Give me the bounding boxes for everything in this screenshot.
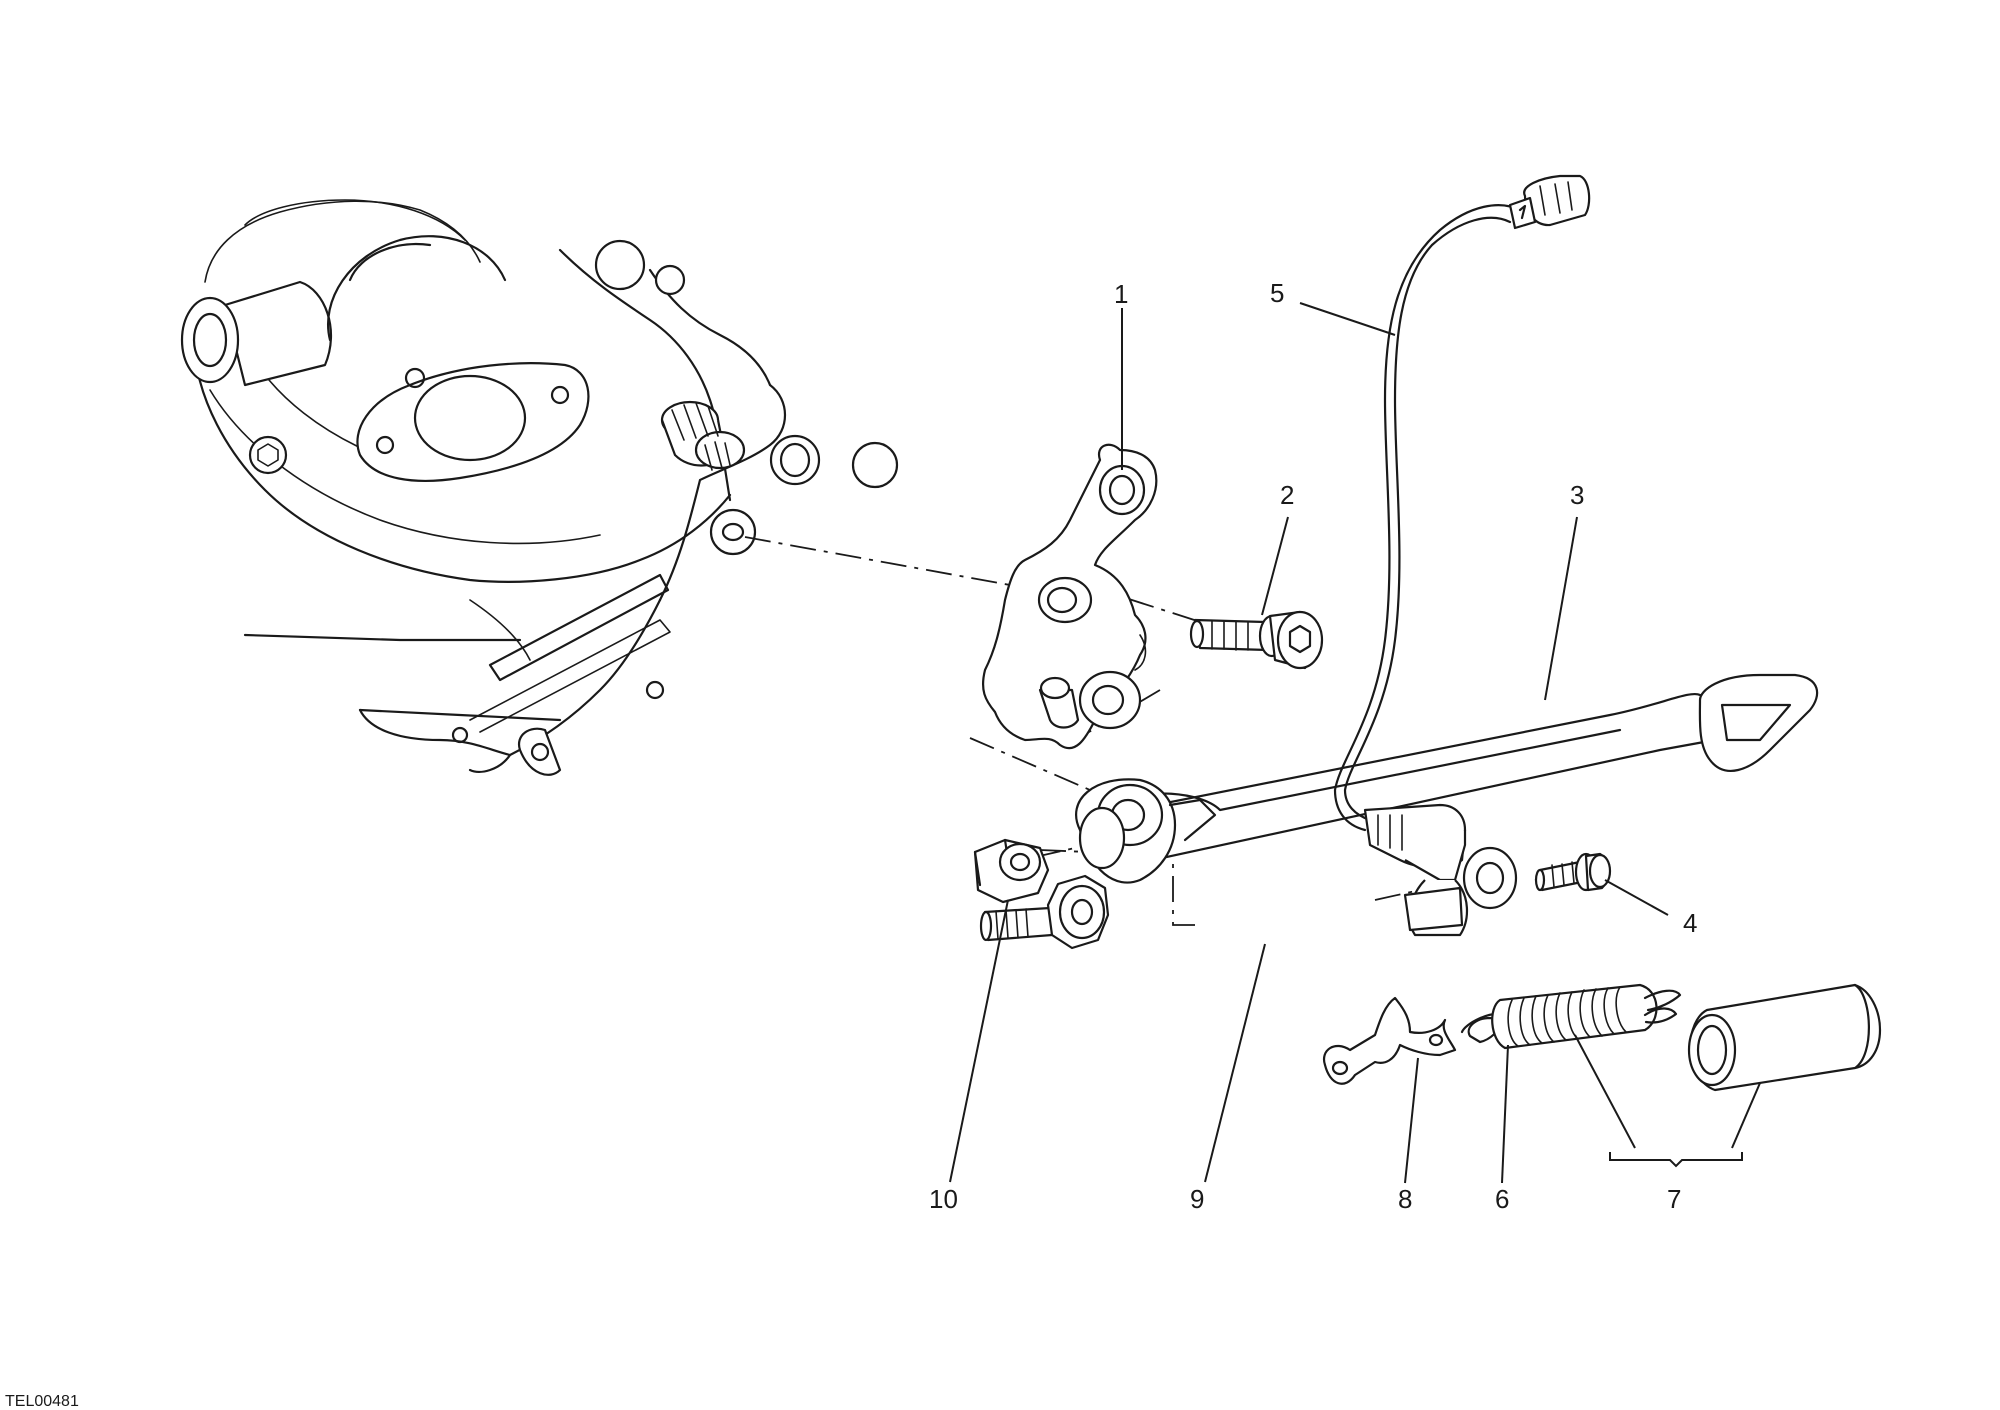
leader-9 <box>1204 943 1266 1183</box>
leader-4 <box>1604 879 1669 916</box>
part-4-bolt <box>1534 852 1612 892</box>
callout-numbers: 1 2 3 4 5 6 7 8 9 10 <box>929 278 1697 1214</box>
callout-9: 9 <box>1190 1184 1204 1214</box>
callout-6: 6 <box>1495 1184 1509 1214</box>
leader-6 <box>1501 1044 1509 1184</box>
callout-5: 5 <box>1270 278 1284 308</box>
part-10-nut <box>973 838 1050 904</box>
part-5-switch-cable <box>1333 174 1591 937</box>
part-8-spring-plate <box>1322 996 1457 1085</box>
leader-3 <box>1544 516 1578 701</box>
callout-4: 4 <box>1683 908 1697 938</box>
part-3-side-stand-leg <box>1075 673 1819 884</box>
gear-shaft <box>660 400 746 471</box>
brace-7 <box>1609 1152 1743 1168</box>
callout-2: 2 <box>1280 480 1294 510</box>
callout-1: 1 <box>1114 279 1128 309</box>
drawing-code: TEL00481 <box>5 1393 79 1410</box>
leader-7b <box>1731 1082 1761 1149</box>
callout-7: 7 <box>1667 1184 1681 1214</box>
leader-7a <box>1574 1034 1636 1149</box>
part-1-stand-bracket <box>981 443 1158 750</box>
leader-2 <box>1261 516 1289 616</box>
part-2-cap-screw <box>1189 610 1324 670</box>
leader-lines <box>949 302 1761 1184</box>
leader-10 <box>949 899 1009 1183</box>
leader-8 <box>1404 1057 1419 1184</box>
leader-5 <box>1299 302 1396 336</box>
part-7-sleeve <box>1687 983 1882 1092</box>
engine-crankcase <box>180 199 899 776</box>
callout-3: 3 <box>1570 480 1584 510</box>
callout-8: 8 <box>1398 1184 1412 1214</box>
part-6-spring <box>1460 983 1682 1050</box>
callout-10: 10 <box>929 1184 958 1214</box>
